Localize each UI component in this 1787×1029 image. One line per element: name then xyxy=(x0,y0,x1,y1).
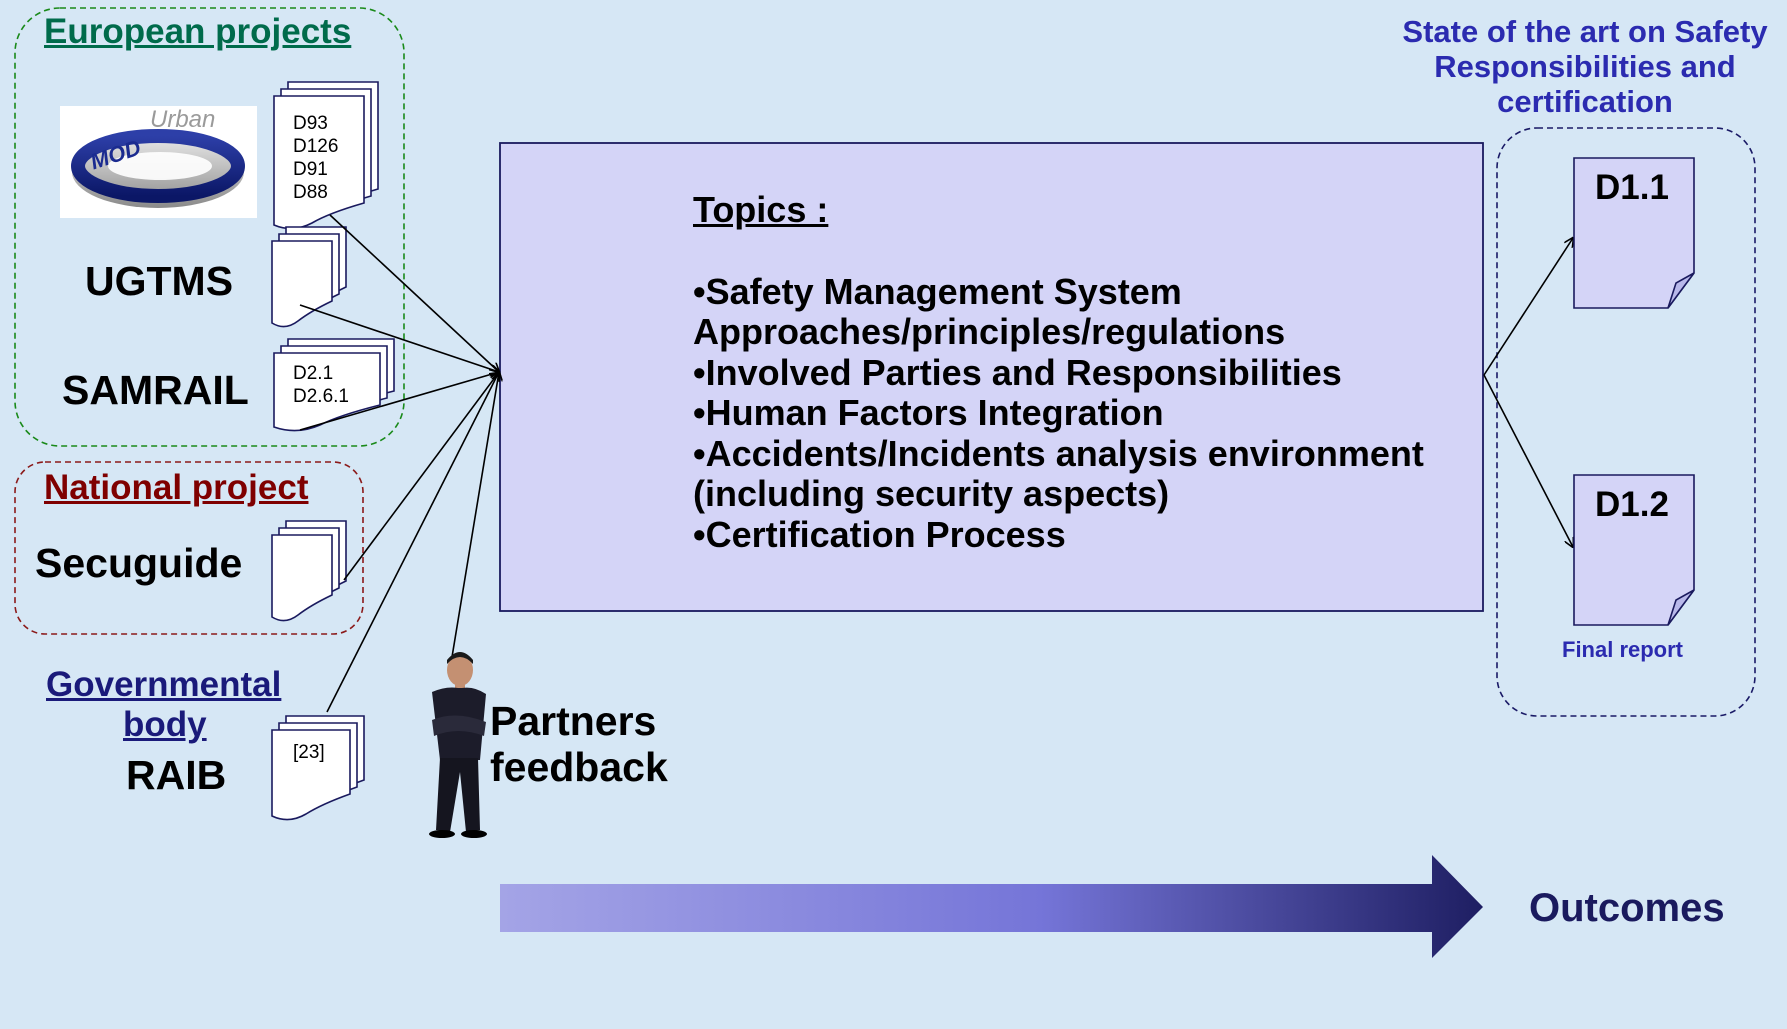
topics-title: Topics : xyxy=(693,189,829,230)
topic-item: •Involved Parties and Responsibilities xyxy=(693,351,1342,393)
partner-person-illustration xyxy=(429,652,487,838)
moduban-doc-label-3: D91 xyxy=(293,159,328,180)
secuguide-documents xyxy=(271,520,347,622)
outcomes-label: Outcomes xyxy=(1529,886,1725,930)
national-project-frame xyxy=(14,461,364,635)
deliverable-d1-2-label: D1.2 xyxy=(1595,485,1669,524)
deliverable-d1-1-label: D1.1 xyxy=(1595,168,1669,207)
topic-item: •Safety Management System xyxy=(693,270,1182,312)
moduban-doc-label-2: D126 xyxy=(293,136,339,157)
moduban-doc-label-4: D88 xyxy=(293,182,328,203)
modurban-logo-urban-text: Urban xyxy=(150,106,216,133)
heading-line: Responsibilities and xyxy=(1434,49,1736,84)
heading-line: State of the art on Safety xyxy=(1402,14,1768,49)
topics-content: Topics : •Safety Management System Appro… xyxy=(693,189,1493,555)
modurban-logo xyxy=(60,106,257,218)
state-of-the-art-heading: State of the art on Safety Responsibilit… xyxy=(1385,14,1785,119)
governmental-body-title-line1: Governmental xyxy=(46,665,282,704)
topic-item: •Accidents/Incidents analysis environmen… xyxy=(693,432,1424,474)
topic-item: Approaches/principles/regulations xyxy=(693,311,1286,352)
samrail-doc-label-1: D2.1 xyxy=(293,363,334,384)
topic-item: •Certification Process xyxy=(693,513,1066,555)
raib-documents xyxy=(271,715,365,821)
partners-feedback-line2: feedback xyxy=(490,744,668,790)
ugtms-label: UGTMS xyxy=(85,258,234,304)
outcomes-progress-arrow xyxy=(500,855,1483,958)
national-project-title: National project xyxy=(44,468,309,507)
moduban-documents xyxy=(273,81,379,230)
samrail-doc-label-2: D2.6.1 xyxy=(293,386,349,407)
raib-label: RAIB xyxy=(126,752,227,798)
deliverable-d1-2-document xyxy=(1573,474,1695,626)
heading-line: certification xyxy=(1497,84,1673,119)
final-report-label: Final report xyxy=(1562,637,1684,662)
input-arrows xyxy=(299,214,499,713)
topic-item: •Human Factors Integration xyxy=(693,392,1164,433)
samrail-documents xyxy=(273,338,395,432)
topic-item: (including security aspects) xyxy=(693,473,1170,514)
european-projects-frame xyxy=(14,7,405,447)
deliverable-d1-1-document xyxy=(1573,157,1695,309)
moduban-doc-label-1: D93 xyxy=(293,113,328,134)
topics-box xyxy=(499,142,1484,612)
outcomes-frame xyxy=(1496,127,1756,717)
governmental-body-title-line2: body xyxy=(123,705,207,744)
ugtms-documents xyxy=(271,226,347,328)
european-projects-title: European projects xyxy=(44,12,352,51)
samrail-label: SAMRAIL xyxy=(62,367,249,413)
raib-doc-label: [23] xyxy=(293,742,325,763)
output-arrows xyxy=(1483,238,1573,547)
secuguide-label: Secuguide xyxy=(35,540,243,586)
partners-feedback-line1: Partners xyxy=(490,698,657,744)
